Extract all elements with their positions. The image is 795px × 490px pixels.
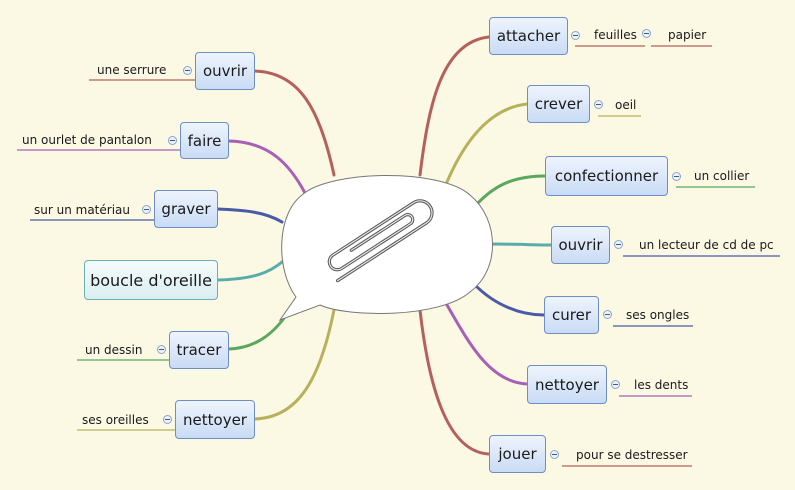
node-ouvrir-left[interactable]: ouvrir	[195, 52, 255, 90]
node-jouer[interactable]: jouer	[489, 435, 546, 473]
collapse-minus-icon[interactable]	[550, 450, 559, 459]
node-crever[interactable]: crever	[527, 85, 590, 123]
connector-nettoyer-left	[252, 308, 336, 421]
connector-crever	[445, 102, 529, 184]
leaf-un-ourlet: un ourlet de pantalon	[22, 133, 152, 147]
leaf-un-dessin: un dessin	[85, 343, 143, 357]
connector-jouer	[418, 308, 491, 456]
leaf-un-lecteur: un lecteur de cd de pc	[639, 238, 774, 252]
leaf-une-serrure: une serrure	[97, 63, 167, 77]
connector-faire	[227, 139, 307, 195]
leaf-ses-ongles: ses ongles	[626, 308, 690, 322]
leaf-pour-se-destresser: pour se destresser	[576, 448, 688, 462]
collapse-minus-icon[interactable]	[163, 415, 172, 424]
paperclip-icon	[327, 199, 434, 283]
connector-confectionner	[474, 174, 547, 207]
collapse-minus-icon[interactable]	[571, 31, 580, 40]
leaf-oeil: oeil	[615, 98, 637, 112]
node-tracer[interactable]: tracer	[169, 331, 229, 369]
leaf-sur-un-materiau: sur un matériau	[34, 203, 130, 217]
node-confectionner[interactable]: confectionner	[545, 156, 668, 196]
collapse-minus-icon[interactable]	[594, 100, 603, 109]
collapse-minus-icon[interactable]	[614, 240, 623, 249]
collapse-minus-icon[interactable]	[183, 66, 192, 75]
connector-tracer	[227, 298, 297, 351]
node-boucle-oreille[interactable]: boucle d'oreille	[84, 260, 218, 300]
connector-nettoyer-right	[445, 303, 529, 386]
node-graver[interactable]: graver	[154, 190, 218, 228]
collapse-minus-icon[interactable]	[157, 345, 166, 354]
leaf-papier: papier	[668, 28, 707, 42]
collapse-minus-icon[interactable]	[672, 172, 681, 181]
connector-attacher	[418, 35, 491, 177]
collapse-minus-icon[interactable]	[168, 136, 177, 145]
node-nettoyer-left[interactable]: nettoyer	[175, 400, 255, 439]
leaf-feuilles: feuilles	[594, 28, 637, 42]
connector-ouvrir-left	[252, 69, 336, 177]
node-curer[interactable]: curer	[544, 296, 599, 334]
node-attacher[interactable]: attacher	[489, 17, 568, 55]
node-nettoyer-right[interactable]: nettoyer	[527, 365, 607, 404]
collapse-minus-icon[interactable]	[142, 205, 151, 214]
connector-boucle	[216, 260, 284, 282]
connector-graver	[215, 207, 284, 224]
node-ouvrir-right[interactable]: ouvrir	[551, 226, 610, 264]
collapse-minus-icon[interactable]	[611, 380, 620, 389]
leaf-un-collier: un collier	[694, 169, 750, 183]
leaf-ses-oreilles: ses oreilles	[82, 413, 149, 427]
node-faire[interactable]: faire	[180, 122, 229, 159]
collapse-minus-icon[interactable]	[642, 29, 651, 38]
collapse-minus-icon[interactable]	[603, 310, 612, 319]
connector-ouvrir-right	[488, 242, 553, 247]
leaf-les-dents: les dents	[634, 378, 689, 392]
connector-curer	[473, 283, 546, 317]
